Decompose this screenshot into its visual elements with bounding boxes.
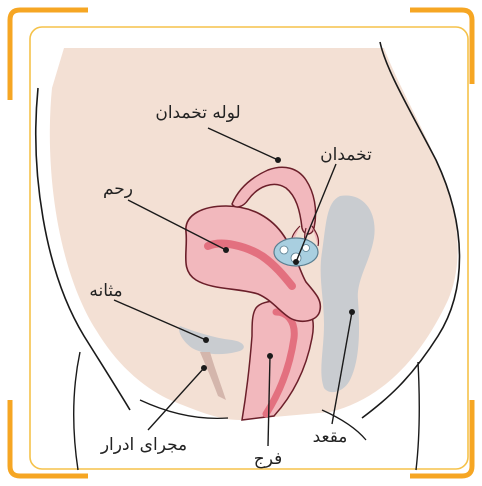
label-vagina: فرج [254,449,282,469]
label-ovary: تخمدان [320,145,372,165]
label-rectum: مقعد [313,427,348,447]
label-uterus: رحم [103,179,133,199]
label-urethra: مجرای ادرار [100,435,187,455]
label-bladder: مثانه [89,281,122,301]
label-fallopian-tube: لوله تخمدان [155,103,240,123]
